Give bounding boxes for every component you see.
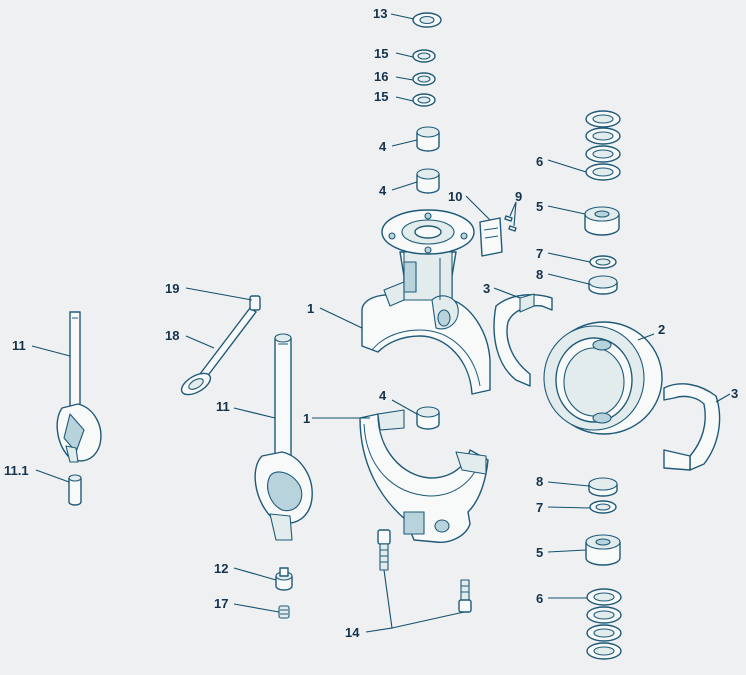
label-6-a: 6 [536, 154, 543, 169]
label-1-a: 1 [307, 301, 314, 316]
part-3-seat-half-left [493, 293, 553, 387]
label-15-a: 15 [374, 46, 388, 61]
label-11-b: 11 [216, 399, 230, 414]
label-17: 17 [214, 596, 228, 611]
part-1-upper-body-half [361, 209, 491, 395]
part-8-ring-upper [588, 275, 618, 295]
part-9-rivets [504, 215, 517, 232]
part-6-spring-stack-upper [585, 110, 621, 181]
label-11-1: 11.1 [4, 463, 29, 478]
part-5-gland-lower [585, 534, 621, 566]
label-7-a: 7 [536, 246, 543, 261]
callout-labels: 13 15 16 15 4 4 10 9 6 5 7 8 3 2 3 1 19 … [4, 6, 738, 640]
part-4-bushing-middle [416, 168, 440, 194]
label-3-b: 3 [731, 386, 738, 401]
label-15-b: 15 [374, 89, 388, 104]
part-18-lever-arm [180, 307, 257, 396]
part-13-washer [412, 12, 442, 28]
leader-lines [31, 13, 731, 633]
label-12: 12 [214, 561, 228, 576]
part-19-latch [249, 295, 261, 311]
label-8-b: 8 [536, 474, 543, 489]
label-16: 16 [374, 69, 388, 84]
label-5-b: 5 [536, 545, 543, 560]
part-5-gland-upper [584, 206, 620, 236]
label-9: 9 [515, 189, 522, 204]
part-11-stem-disc-small [56, 311, 102, 463]
part-11-1-pin [68, 474, 82, 506]
label-13: 13 [373, 6, 387, 21]
label-14: 14 [345, 625, 360, 640]
part-14-screw-left [377, 529, 391, 571]
part-11-stem-disc-large [254, 333, 313, 541]
label-11-a: 11 [12, 338, 26, 353]
part-6-spring-stack-lower [586, 588, 622, 660]
part-4-bushing-upper [416, 126, 440, 152]
part-8-ring-lower [588, 477, 618, 497]
part-10-data-plate [479, 217, 503, 257]
part-17-set-screw [278, 605, 290, 619]
label-3-a: 3 [483, 281, 490, 296]
label-8-a: 8 [536, 267, 543, 282]
label-1-b: 1 [303, 411, 310, 426]
part-7-ring-upper [589, 255, 617, 269]
label-2: 2 [658, 322, 665, 337]
part-2-liner [543, 321, 663, 435]
part-15-ring-upper [412, 49, 436, 63]
part-14-screw-right [458, 579, 472, 613]
label-4-c: 4 [379, 388, 387, 403]
label-18: 18 [165, 328, 179, 343]
part-4-bushing-lower [416, 406, 440, 430]
label-6-b: 6 [536, 591, 543, 606]
label-19: 19 [165, 281, 179, 296]
part-16-ring [412, 72, 436, 86]
part-7-ring-lower [589, 500, 617, 514]
label-4-a: 4 [379, 139, 387, 154]
label-4-b: 4 [379, 183, 387, 198]
part-12-plug [275, 567, 293, 591]
part-3-seat-half-right [663, 383, 721, 471]
part-15-ring-lower [412, 93, 436, 107]
label-7-b: 7 [536, 500, 543, 515]
label-10: 10 [448, 189, 462, 204]
part-1-lower-body-half [359, 409, 489, 543]
label-5-a: 5 [536, 199, 543, 214]
